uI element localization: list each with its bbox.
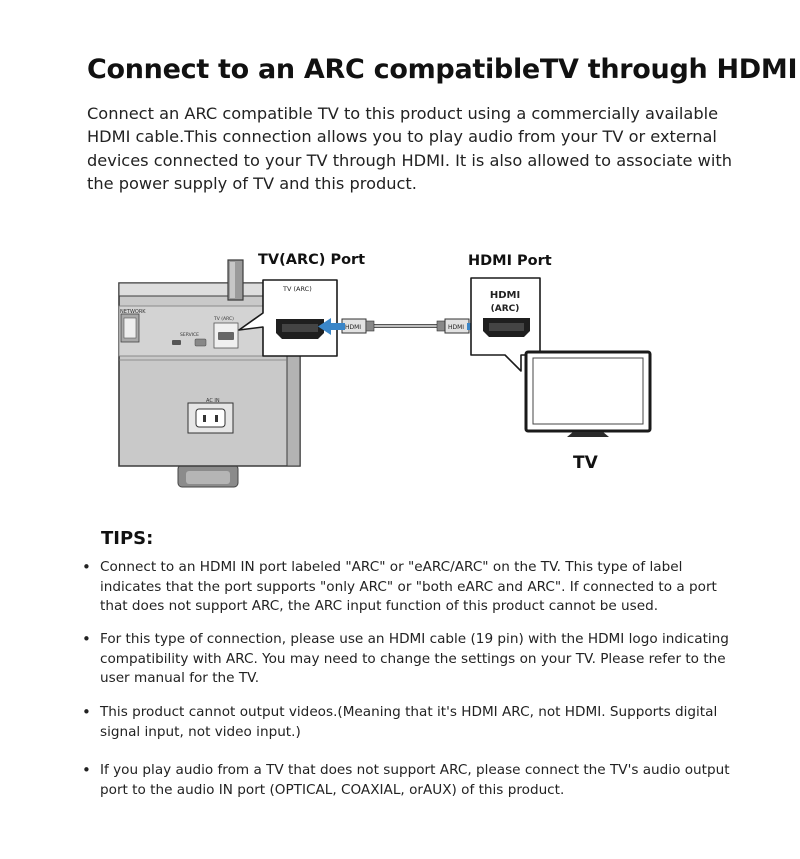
tip-text: For this type of connection, please use … (100, 631, 729, 687)
bullet-icon: • (82, 703, 91, 721)
tip-text: If you play audio from a TV that does no… (100, 762, 730, 798)
hdmi-port-label: HDMI Port (468, 253, 552, 269)
tip-text: This product cannot output videos.(Meani… (100, 704, 718, 740)
tip-item: • Connect to an HDMI IN port labeled "AR… (82, 558, 732, 617)
tv-arc-port-label: TV(ARC) Port (258, 252, 365, 268)
port-label-hdmi-line1: HDMI (490, 290, 520, 301)
bullet-icon: • (82, 761, 91, 779)
tip-item: • This product cannot output videos.(Mea… (82, 703, 732, 742)
page-title: Connect to an ARC compatibleTV through H… (87, 54, 798, 85)
tips-heading: TIPS: (101, 528, 154, 549)
hdmi-cable: HDMI HDMI (341, 318, 470, 334)
port-label-tv-arc: TV (ARC) (282, 285, 312, 293)
hdmi-port-callout: HDMI (ARC) (470, 277, 541, 372)
rear-label-service: SERVICE (180, 332, 199, 338)
tip-item: • For this type of connection, please us… (82, 630, 732, 689)
plug-label-left: HDMI (345, 324, 361, 331)
bullet-icon: • (82, 630, 91, 648)
tv-label: TV (573, 453, 599, 473)
tv-illustration (524, 350, 652, 437)
tip-text: Connect to an HDMI IN port labeled "ARC"… (100, 559, 717, 615)
plug-label-right: HDMI (448, 324, 464, 331)
rear-label-ac-in: AC IN (206, 398, 220, 404)
rear-label-network: NETWORK (120, 309, 146, 315)
port-label-hdmi-line2: (ARC) (491, 304, 520, 314)
rear-label-tv-arc-small: TV (ARC) (213, 316, 234, 322)
receiver-rear-panel: NETWORK SERVICE TV (ARC) AC IN (118, 259, 302, 488)
tv-arc-port-callout: TV (ARC) (238, 279, 338, 357)
bullet-icon: • (82, 558, 91, 576)
intro-paragraph: Connect an ARC compatible TV to this pro… (87, 104, 733, 193)
tip-item: • If you play audio from a TV that does … (82, 761, 732, 800)
connection-arrow-left (318, 318, 345, 335)
